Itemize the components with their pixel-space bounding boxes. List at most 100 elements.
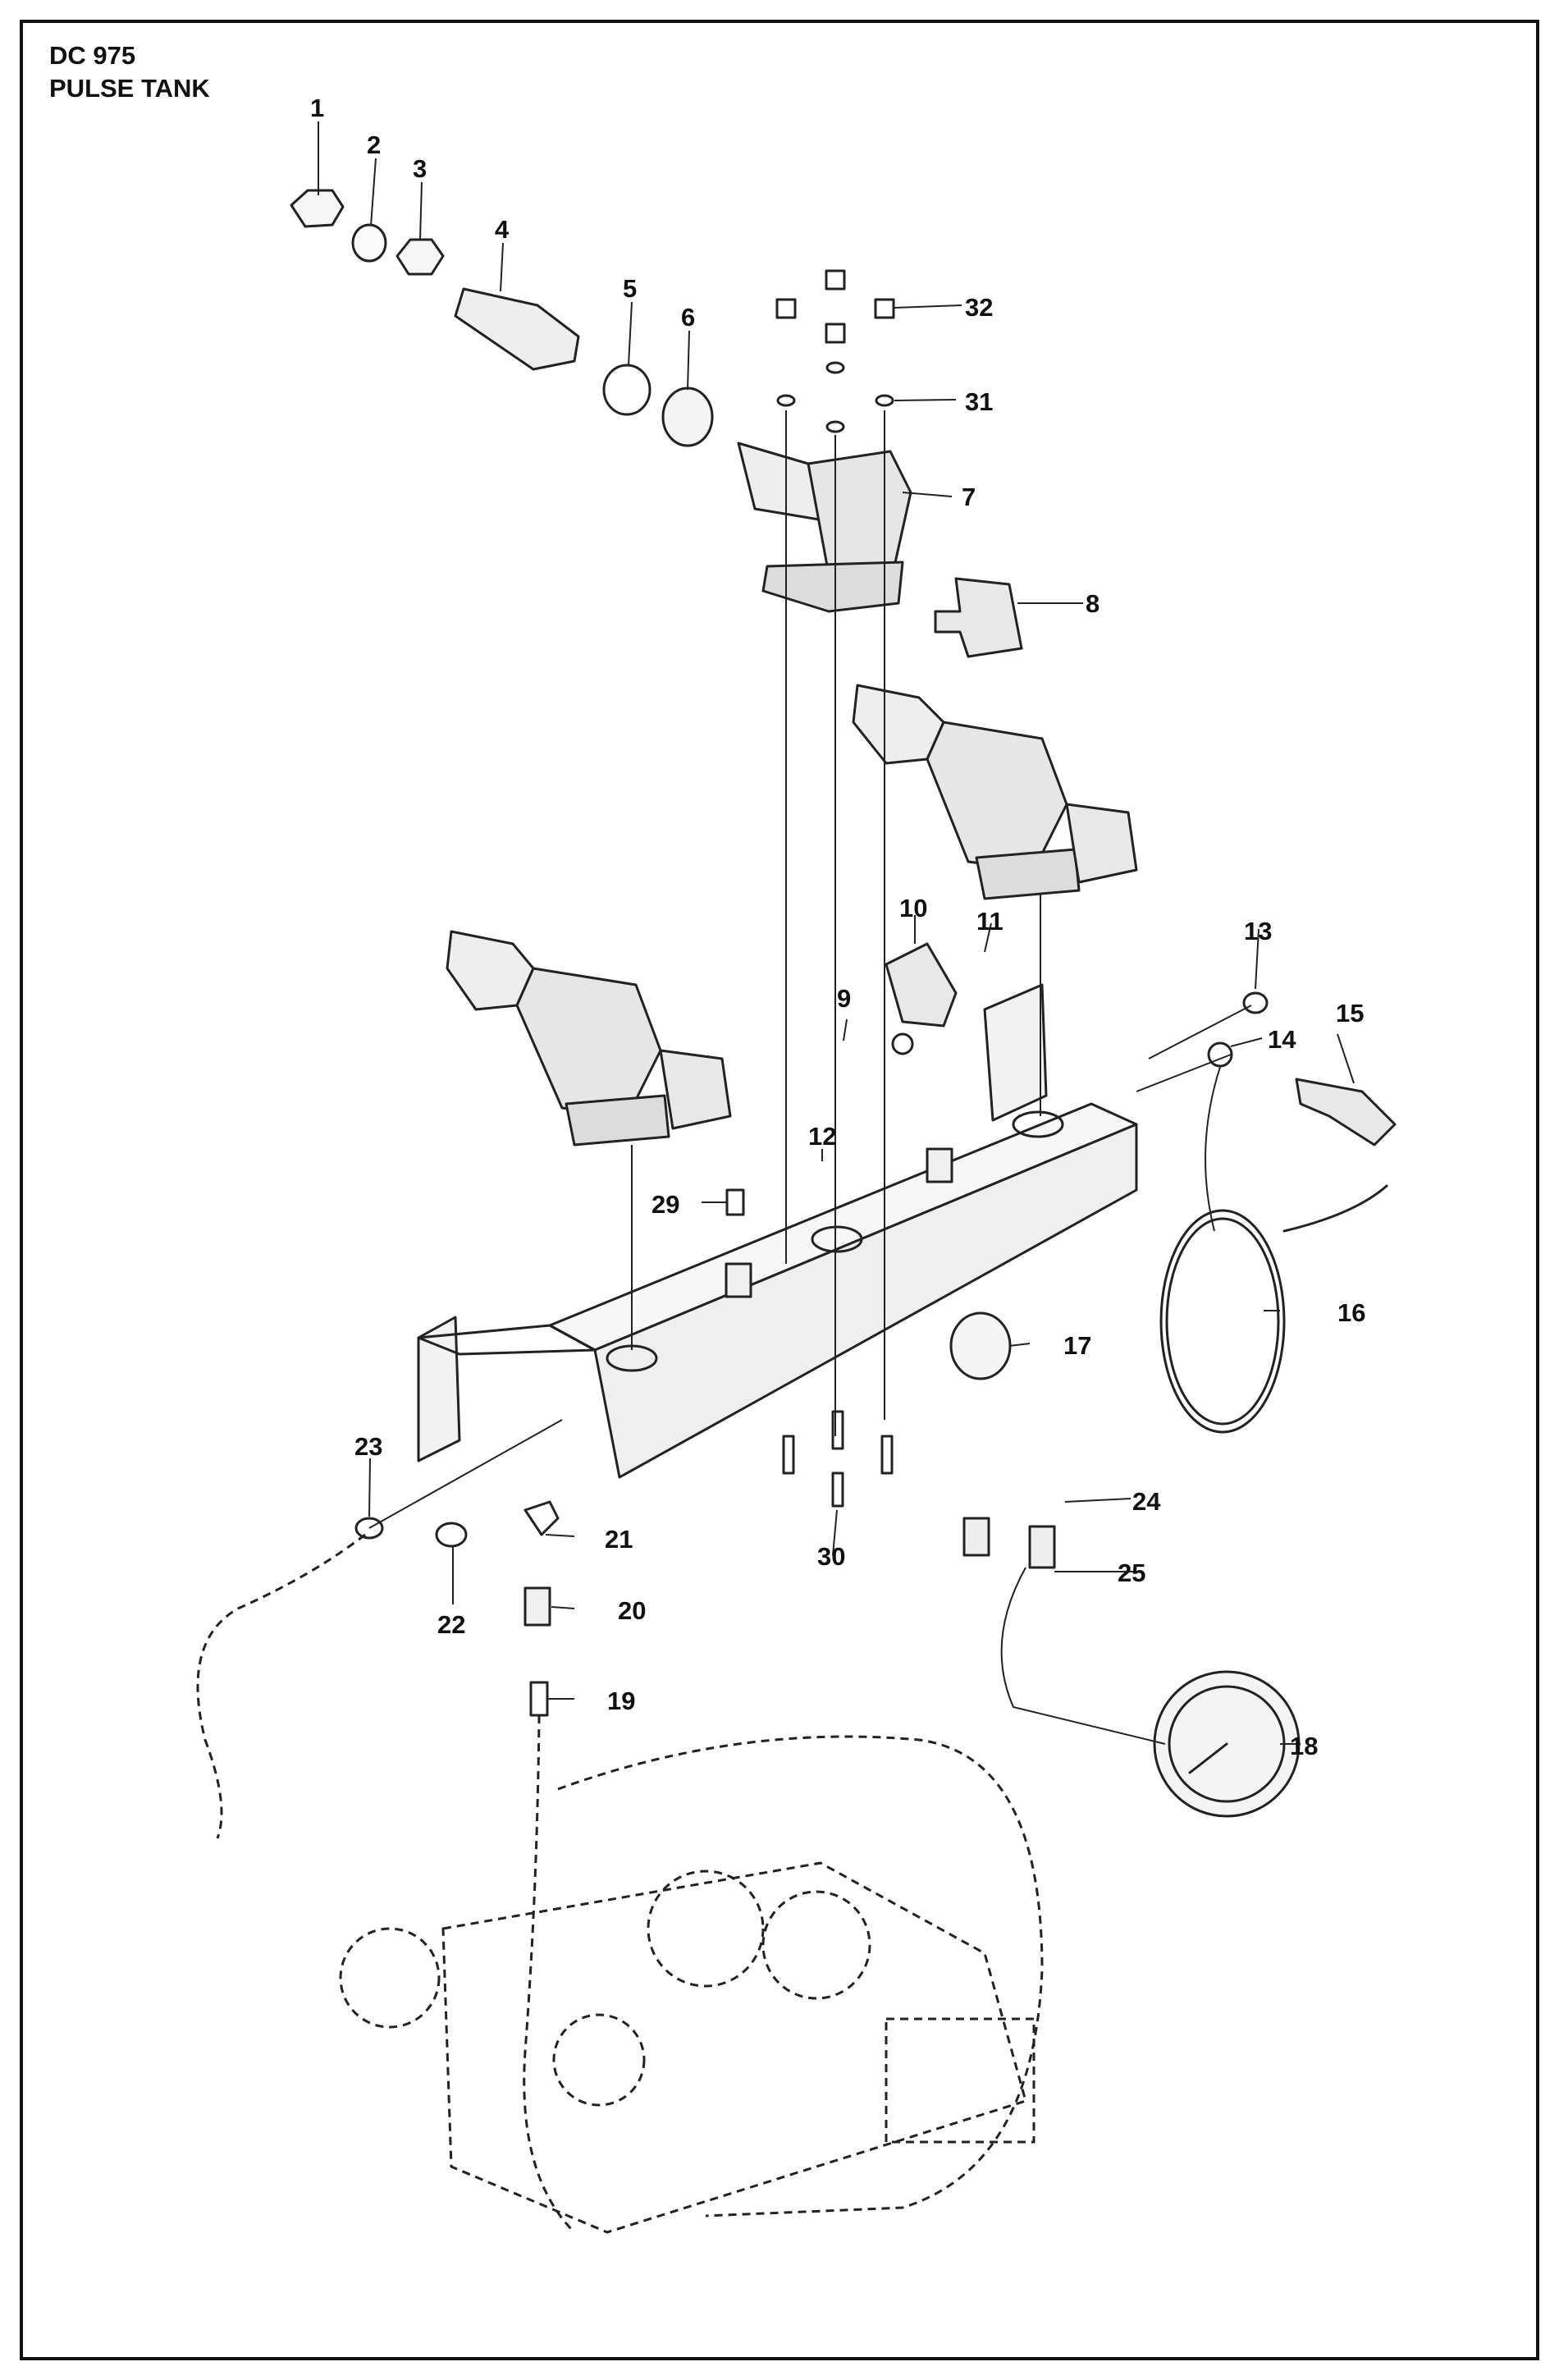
callout-15: 15 <box>1336 999 1364 1028</box>
callout-18: 18 <box>1290 1732 1318 1760</box>
diagram-title: PULSE TANK <box>49 74 210 103</box>
phantom-cylinder <box>761 1890 871 2000</box>
callout-20: 20 <box>618 1596 646 1625</box>
dashed-hose <box>523 1714 576 2234</box>
washer <box>825 361 845 374</box>
callout-17: 17 <box>1063 1331 1091 1360</box>
washer <box>875 394 894 407</box>
washer-part <box>351 223 387 263</box>
alignment-line <box>1148 1005 1252 1060</box>
right-valve-coil <box>1065 803 1138 884</box>
bolt <box>831 1410 844 1450</box>
solenoid-coil <box>934 577 1023 658</box>
model-number: DC 975 <box>49 41 136 70</box>
pressure-switch <box>885 942 958 1028</box>
callout-11: 11 <box>976 907 1004 936</box>
washer <box>825 420 845 433</box>
hose-line <box>1205 1066 1221 1232</box>
cap-part <box>1242 991 1269 1014</box>
callout-4: 4 <box>495 215 510 244</box>
phantom-gauge <box>552 2013 646 2107</box>
callout-2: 2 <box>367 130 381 159</box>
elbow-fitting <box>354 1517 384 1540</box>
callout-7: 7 <box>962 483 976 511</box>
left-bracket-top <box>417 1324 597 1356</box>
valve-body <box>807 450 912 576</box>
nipple-fitting <box>529 1681 549 1717</box>
screw-head <box>775 298 797 319</box>
left-valve-body <box>515 967 662 1118</box>
callout-25: 25 <box>1118 1558 1145 1587</box>
callout-12: 12 <box>808 1122 836 1151</box>
callout-30: 30 <box>817 1542 845 1571</box>
screw-head <box>825 323 846 344</box>
right-valve-flange <box>975 848 1081 900</box>
callout-6: 6 <box>681 303 695 332</box>
phantom-box <box>885 2017 1036 2144</box>
manifold-port-hole <box>1012 1110 1064 1138</box>
nut-part <box>290 189 345 228</box>
bolt <box>880 1435 894 1475</box>
blow-gun <box>1295 1078 1397 1147</box>
left-bracket <box>417 1316 461 1462</box>
alignment-line <box>368 1419 563 1529</box>
callout-10: 10 <box>899 894 927 922</box>
manifold-gauge <box>949 1311 1012 1380</box>
callout-24: 24 <box>1132 1487 1161 1516</box>
coiled-hose <box>1159 1209 1286 1434</box>
callout-9: 9 <box>837 984 851 1013</box>
gasket-part <box>602 364 651 416</box>
right-valve-body <box>926 721 1068 872</box>
callout-5: 5 <box>623 274 637 303</box>
left-valve-flange <box>565 1094 670 1147</box>
callout-labels: 1 2 3 4 5 6 7 8 9 10 11 12 13 14 15 16 1… <box>310 94 1365 1760</box>
callout-8: 8 <box>1086 589 1100 618</box>
manifold-front <box>593 1123 1138 1479</box>
tank-outline <box>557 1735 1044 2218</box>
callout-3: 3 <box>413 154 427 183</box>
elbow-fitting <box>891 1032 914 1055</box>
gauge-needle <box>1188 1742 1228 1774</box>
dashed-hose <box>196 1533 366 1839</box>
spacer <box>926 1147 953 1183</box>
valve-fitting <box>523 1586 551 1627</box>
elbow-fitting <box>523 1500 560 1536</box>
filter <box>1028 1525 1056 1569</box>
callout-21: 21 <box>605 1525 633 1554</box>
valve-flange <box>761 561 904 613</box>
spacer <box>725 1262 752 1298</box>
nipple-part <box>454 287 580 371</box>
callout-31: 31 <box>965 387 993 416</box>
screw-head <box>825 269 846 291</box>
phantom-cylinder <box>647 1870 765 1988</box>
phantom-unit <box>441 1861 1027 2234</box>
bolt <box>782 1435 795 1475</box>
bolt <box>831 1471 844 1508</box>
callout-19: 19 <box>607 1687 635 1715</box>
callout-22: 22 <box>437 1610 465 1639</box>
screw-head <box>874 298 895 319</box>
left-valve-coil <box>659 1049 732 1130</box>
callout-29: 29 <box>651 1190 679 1219</box>
washer <box>776 394 796 407</box>
phantom-gauge <box>339 1927 441 2029</box>
ring-part <box>661 387 714 447</box>
nipple-fitting <box>725 1188 745 1216</box>
coiled-hose-inner <box>1165 1217 1280 1426</box>
callout-32: 32 <box>965 293 993 322</box>
callout-13: 13 <box>1244 917 1272 945</box>
callout-14: 14 <box>1268 1025 1296 1054</box>
hose-lead <box>1282 1184 1388 1233</box>
right-bracket <box>983 983 1048 1122</box>
callout-16: 16 <box>1337 1298 1365 1327</box>
plug <box>435 1522 468 1548</box>
lock-nut-part <box>395 238 445 276</box>
callout-23: 23 <box>354 1432 382 1461</box>
drawing-border <box>20 20 1539 2360</box>
filter <box>962 1517 990 1557</box>
quick-coupler <box>1207 1041 1233 1068</box>
callout-1: 1 <box>310 94 324 122</box>
alignment-line <box>1136 1054 1232 1092</box>
gauge-hose <box>1000 1567 1166 1745</box>
